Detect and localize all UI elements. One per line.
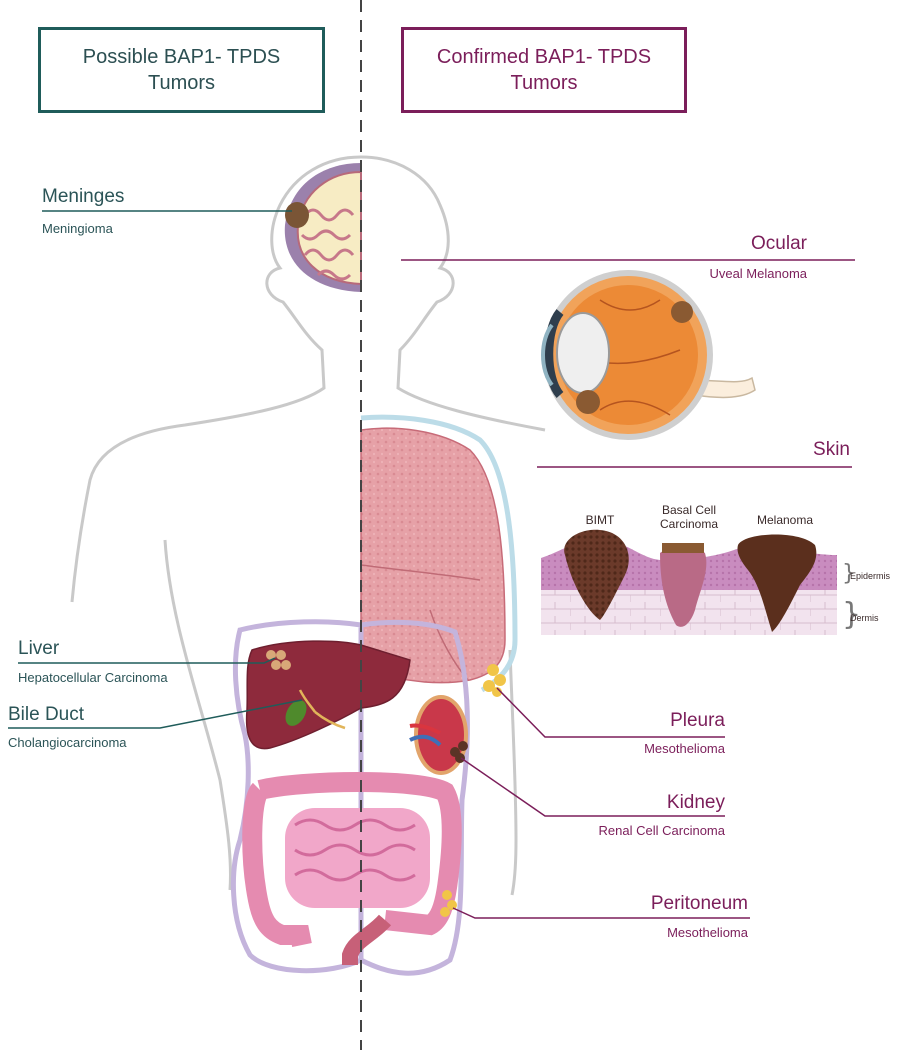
epidermis-label: Epidermis [850, 571, 890, 581]
liver-organ-label: Liver [18, 638, 59, 660]
lung [361, 428, 505, 682]
possible-header-line-1: Possible BAP1- TPDS [83, 44, 281, 70]
intestines-illustration [252, 782, 457, 965]
eye-illustration [543, 273, 755, 437]
kidney-illustration [410, 697, 468, 773]
body-outline-left-arm [165, 540, 231, 890]
ocular-organ-label: Ocular [751, 233, 807, 255]
skin-cross-section: } } [541, 530, 861, 635]
meninges-organ-label: Meninges [42, 186, 124, 208]
ocular-tumor-label: Uveal Melanoma [709, 266, 807, 281]
peritoneum-organ-label: Peritoneum [651, 893, 748, 915]
possible-tumors-header: Possible BAP1- TPDS Tumors [38, 27, 325, 113]
confirmed-header-line-2: Tumors [510, 70, 577, 96]
possible-header-line-2: Tumors [148, 70, 215, 96]
confirmed-tumors-header: Confirmed BAP1- TPDS Tumors [401, 27, 687, 113]
bimt-label: BIMT [575, 513, 625, 527]
kidney-tumor-label: Renal Cell Carcinoma [599, 823, 725, 838]
bile-duct-tumor-label: Cholangiocarcinoma [8, 735, 127, 750]
pleura-organ-label: Pleura [670, 710, 725, 732]
kidney-organ-label: Kidney [667, 792, 725, 814]
bile-duct-organ-label: Bile Duct [8, 704, 84, 726]
pleura-tumor-label: Mesothelioma [644, 741, 725, 756]
confirmed-header-line-1: Confirmed BAP1- TPDS [437, 44, 651, 70]
basal-cell-carcinoma-label: Basal Cell Carcinoma [654, 503, 724, 531]
melanoma-label: Melanoma [745, 513, 825, 527]
meningioma-tumor [285, 202, 309, 228]
skin-organ-label: Skin [813, 439, 850, 461]
peritoneum-tumor-label: Mesothelioma [667, 925, 748, 940]
meninges-tumor-label: Meningioma [42, 221, 113, 236]
body-outline-right-lower [510, 650, 516, 895]
dermis-label: Dermis [850, 613, 879, 623]
liver-tumor-label: Hepatocellular Carcinoma [18, 670, 168, 685]
